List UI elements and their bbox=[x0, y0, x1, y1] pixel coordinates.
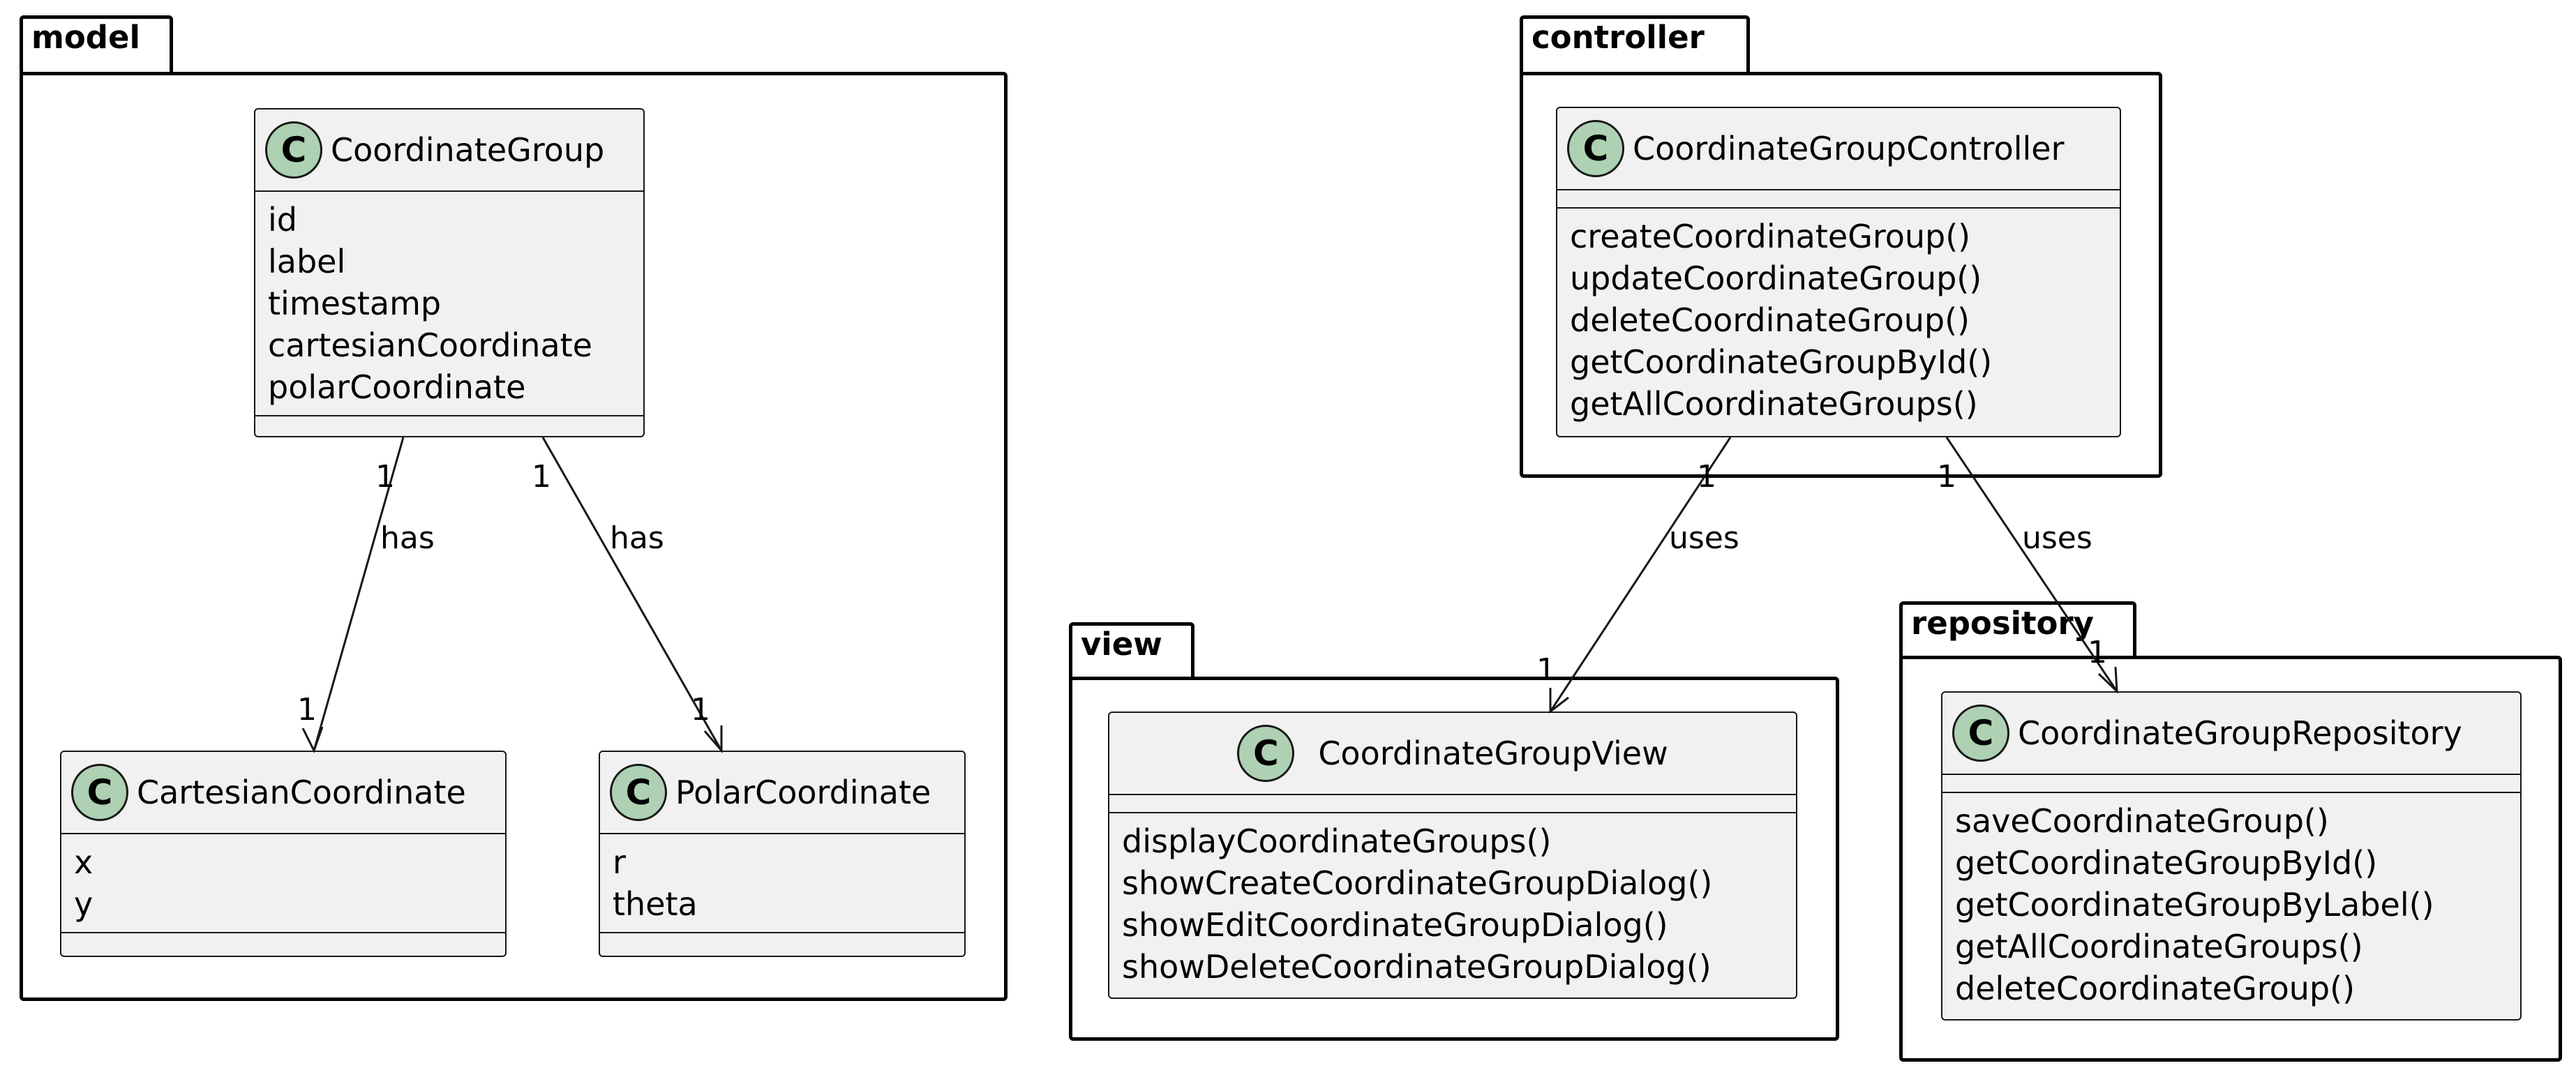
class-name: PolarCoordinate bbox=[675, 774, 931, 811]
class-badge-icon: C bbox=[610, 764, 667, 821]
class-badge-icon: C bbox=[1952, 705, 2009, 762]
class-badge-icon: C bbox=[265, 121, 322, 179]
relation-label: has bbox=[380, 520, 435, 556]
class-header: C CoordinateGroupController bbox=[1557, 108, 2120, 190]
class-badge-icon: C bbox=[1567, 120, 1624, 177]
multiplicity-label: 1 bbox=[532, 459, 551, 495]
attribute: x bbox=[74, 843, 93, 881]
attributes-section: id label timestamp cartesianCoordinate p… bbox=[255, 192, 643, 416]
class-name: CoordinateGroupView bbox=[1318, 735, 1668, 772]
package-tab-repository: repository bbox=[1899, 601, 2136, 660]
attribute: r bbox=[613, 843, 626, 881]
class-header: C PolarCoordinate bbox=[600, 752, 964, 834]
class-coordinate-group-view: C CoordinateGroupView displayCoordinateG… bbox=[1108, 712, 1797, 999]
method: displayCoordinateGroups() bbox=[1122, 822, 1552, 860]
relation-label: uses bbox=[2022, 520, 2092, 556]
attribute: timestamp bbox=[268, 285, 442, 322]
method: createCoordinateGroup() bbox=[1570, 218, 1971, 255]
relation-controller-repository: 1 uses 1 bbox=[1937, 437, 2118, 694]
class-cartesian-coordinate: C CartesianCoordinate x y bbox=[60, 751, 507, 957]
attribute: polarCoordinate bbox=[268, 368, 526, 406]
attributes-section bbox=[1942, 775, 2520, 793]
multiplicity-label: 1 bbox=[375, 459, 395, 495]
class-header: C CoordinateGroupRepository bbox=[1942, 693, 2520, 775]
multiplicity-label: 1 bbox=[1937, 459, 1956, 495]
attributes-section bbox=[1109, 795, 1796, 813]
package-tab-controller: controller bbox=[1520, 15, 1750, 74]
method: getCoordinateGroupByLabel() bbox=[1955, 886, 2434, 924]
class-name: CoordinateGroupController bbox=[1633, 130, 2065, 167]
multiplicity-label: 1 bbox=[2088, 635, 2107, 670]
class-header: C CartesianCoordinate bbox=[61, 752, 505, 834]
relation-controller-view: 1 uses 1 bbox=[1536, 437, 1739, 714]
relation-coordinate-group-polar: 1 has 1 bbox=[532, 437, 723, 754]
relation-label: uses bbox=[1669, 520, 1739, 556]
class-badge-icon: C bbox=[1237, 725, 1295, 782]
class-badge-icon: C bbox=[71, 764, 128, 821]
class-coordinate-group: C CoordinateGroup id label timestamp car… bbox=[254, 108, 645, 437]
attributes-section: x y bbox=[61, 834, 505, 933]
attribute: y bbox=[74, 885, 93, 923]
class-name: CoordinateGroup bbox=[331, 131, 605, 169]
relation-coordinate-group-cartesian: 1 has 1 bbox=[297, 437, 435, 753]
class-coordinate-group-repository: C CoordinateGroupRepository saveCoordina… bbox=[1941, 691, 2522, 1021]
class-header: C CoordinateGroup bbox=[255, 110, 643, 192]
package-tab-view: view bbox=[1069, 622, 1195, 681]
attribute: theta bbox=[613, 885, 698, 923]
attributes-section: r theta bbox=[600, 834, 964, 933]
method: getCoordinateGroupById() bbox=[1570, 343, 1993, 381]
method: deleteCoordinateGroup() bbox=[1955, 970, 2356, 1007]
method: getCoordinateGroupById() bbox=[1955, 844, 2378, 882]
method: deleteCoordinateGroup() bbox=[1570, 301, 1970, 339]
multiplicity-label: 1 bbox=[691, 692, 710, 728]
package-tab-model: model bbox=[20, 15, 173, 74]
methods-section: saveCoordinateGroup() getCoordinateGroup… bbox=[1942, 793, 2520, 1016]
multiplicity-label: 1 bbox=[1536, 652, 1556, 688]
class-name: CartesianCoordinate bbox=[137, 774, 466, 811]
method: getAllCoordinateGroups() bbox=[1955, 928, 2363, 965]
method: getAllCoordinateGroups() bbox=[1570, 385, 1978, 423]
class-header: C CoordinateGroupView bbox=[1109, 713, 1796, 795]
methods-section: createCoordinateGroup() updateCoordinate… bbox=[1557, 209, 2120, 432]
attribute: label bbox=[268, 243, 346, 280]
attributes-section bbox=[1557, 190, 2120, 209]
method: updateCoordinateGroup() bbox=[1570, 259, 1982, 297]
method: showDeleteCoordinateGroupDialog() bbox=[1122, 948, 1712, 986]
multiplicity-label: 1 bbox=[1697, 459, 1716, 495]
method: saveCoordinateGroup() bbox=[1955, 802, 2329, 840]
attribute: id bbox=[268, 201, 297, 239]
multiplicity-label: 1 bbox=[297, 692, 317, 728]
attribute: cartesianCoordinate bbox=[268, 326, 592, 364]
class-coordinate-group-controller: C CoordinateGroupController createCoordi… bbox=[1556, 107, 2121, 437]
methods-section: displayCoordinateGroups() showCreateCoor… bbox=[1109, 813, 1796, 995]
class-name: CoordinateGroupRepository bbox=[2018, 714, 2462, 752]
method: showEditCoordinateGroupDialog() bbox=[1122, 906, 1668, 944]
class-polar-coordinate: C PolarCoordinate r theta bbox=[599, 751, 966, 957]
relation-label: has bbox=[610, 520, 664, 556]
method: showCreateCoordinateGroupDialog() bbox=[1122, 864, 1713, 902]
